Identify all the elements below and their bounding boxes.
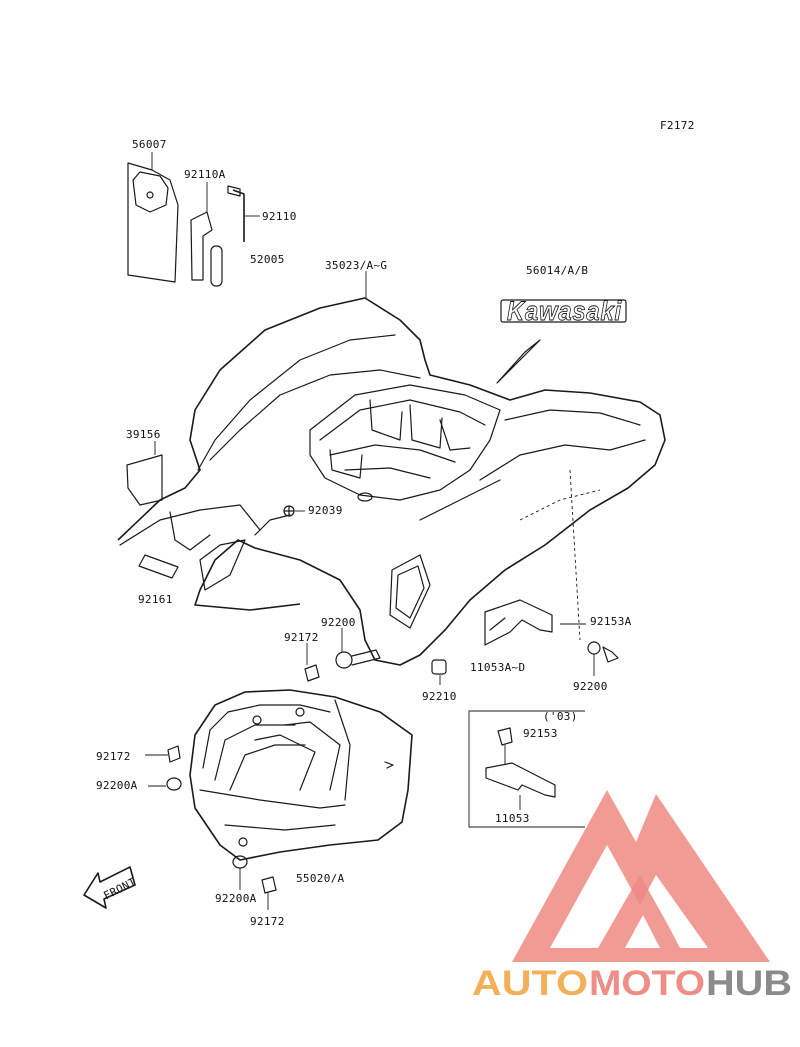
part-39156-pad	[126, 454, 163, 506]
label-92210: 92210	[422, 690, 457, 703]
label-92110: 92110	[262, 210, 297, 223]
label-11053: 11053	[495, 812, 530, 825]
watermark-moto: MOTO	[589, 964, 705, 1003]
part-35023-rear-fender	[117, 297, 666, 666]
part-92200A-washer-bottom	[232, 855, 248, 869]
part-92039-clip	[283, 505, 295, 517]
part-92161-spacer	[138, 554, 179, 579]
label-92200A-bottom: 92200A	[215, 892, 257, 905]
label-92153A: 92153A	[590, 615, 632, 628]
watermark-hub: HUB	[706, 964, 792, 1003]
part-92200A-washer-left	[166, 777, 182, 791]
part-92172-bolt-center	[304, 664, 320, 682]
part-92172-bolt-left	[167, 745, 181, 763]
label-11053AD: 11053A~D	[470, 661, 525, 674]
label-39156: 39156	[126, 428, 161, 441]
watermark-auto: AUTO	[472, 964, 588, 1003]
label-92200A-left: 92200A	[96, 779, 138, 792]
label-92172-left: 92172	[96, 750, 131, 763]
label-35023: 35023/A~G	[325, 259, 387, 272]
part-92153A-bracket	[484, 599, 553, 646]
emblem-text: Kawasaki	[507, 296, 622, 326]
part-92172-bolt-bottom	[261, 876, 277, 894]
label-92200-right: 92200	[573, 680, 608, 693]
front-direction-arrow: FRONT	[83, 866, 138, 909]
part-92200-washer-center	[335, 649, 381, 669]
part-92110-bolt	[227, 185, 245, 242]
part-92210-collar	[431, 659, 447, 675]
part-56014-kawasaki-emblem: Kawasaki	[500, 296, 627, 326]
part-92110A-bracket	[190, 211, 213, 281]
part-52005-strap	[210, 245, 223, 287]
label-92172-center: 92172	[284, 631, 319, 644]
part-56007-mudguard-flap	[127, 162, 179, 283]
label-92110A: 92110A	[184, 168, 226, 181]
label-92161: 92161	[138, 593, 173, 606]
label-inset-year: ('03)	[543, 710, 578, 723]
label-92039: 92039	[308, 504, 343, 517]
label-52005: 52005	[250, 253, 285, 266]
part-55020-mud-guard	[189, 689, 413, 861]
label-92200-center: 92200	[321, 616, 356, 629]
part-92200-washer-right	[587, 641, 619, 663]
inset-box-03: ('03) 92153 11053	[468, 710, 585, 828]
label-92153: 92153	[523, 727, 558, 740]
label-55020: 55020/A	[296, 872, 345, 885]
label-56007: 56007	[132, 138, 167, 151]
label-56014: 56014/A/B	[526, 264, 588, 277]
figure-code: F2172	[660, 119, 695, 132]
watermark-logo	[512, 790, 770, 962]
label-92172-bottom: 92172	[250, 915, 285, 928]
